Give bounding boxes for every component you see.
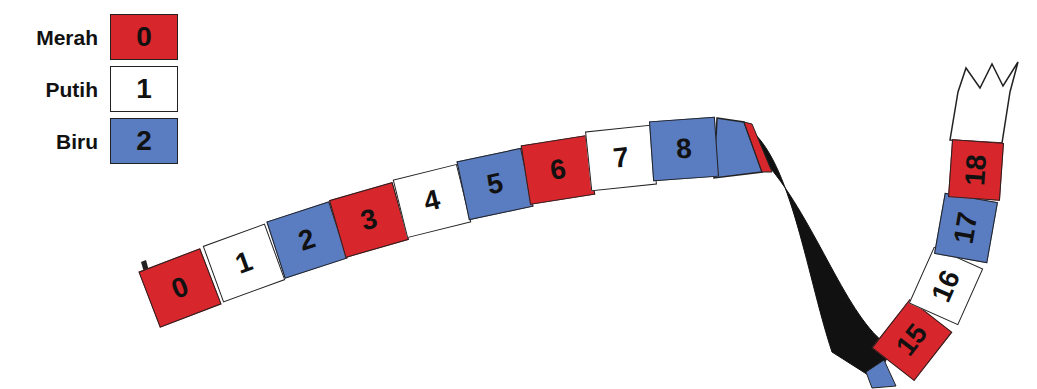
legend-number: 1 <box>136 75 152 103</box>
cell-number: 6 <box>548 155 568 185</box>
number-cell: 8 <box>649 117 719 181</box>
legend-swatch: 2 <box>110 118 178 164</box>
legend-swatch: 1 <box>110 66 178 112</box>
cell-number: 2 <box>295 224 318 255</box>
cell-number: 16 <box>927 266 965 306</box>
cell-number: 7 <box>612 143 630 172</box>
number-cell: 17 <box>934 193 998 263</box>
number-cell: 6 <box>521 135 596 205</box>
cell-number: 1 <box>232 247 256 279</box>
cell-number: 18 <box>961 153 991 186</box>
legend-number: 0 <box>136 23 152 51</box>
ribbon-torn-end <box>950 62 1018 143</box>
cell-number: 3 <box>358 204 381 235</box>
cell-number: 15 <box>891 319 932 361</box>
ribbon-piece <box>744 122 772 172</box>
ribbon-piece <box>866 360 896 388</box>
cell-number: 17 <box>950 210 983 246</box>
cell-number: 4 <box>421 186 443 217</box>
legend-label: Merah <box>36 26 98 50</box>
legend-swatch: 0 <box>110 14 178 60</box>
cell-number: 5 <box>484 169 505 200</box>
cell-number: 0 <box>168 272 193 304</box>
number-cell: 18 <box>948 139 1004 200</box>
cell-number: 8 <box>675 134 692 163</box>
legend-label: Putih <box>46 78 99 102</box>
legend-number: 2 <box>136 127 152 155</box>
number-cell: 7 <box>585 125 657 192</box>
legend-label: Biru <box>56 130 98 154</box>
